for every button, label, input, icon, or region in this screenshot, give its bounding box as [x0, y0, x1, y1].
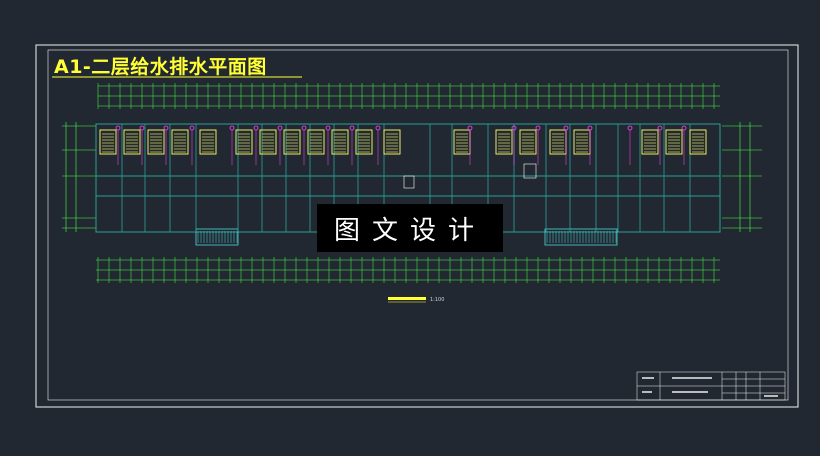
watermark: 图文设计 [317, 204, 503, 252]
title-block-text-marks [642, 377, 778, 397]
dimension-ticks-top [97, 83, 715, 109]
balcony-left [195, 228, 239, 246]
pipe-risers [115, 125, 687, 189]
plan-caption-marks [388, 297, 426, 303]
right-dimensions [722, 122, 762, 232]
left-dimensions [62, 122, 96, 232]
sanitary-fixtures [99, 129, 707, 155]
dimension-ticks-bottom [97, 257, 715, 283]
scale-note: 1:100 [430, 297, 445, 303]
inner-frame [47, 49, 789, 401]
balcony-right [544, 228, 618, 246]
outer-frame [35, 44, 799, 408]
balcony-hatch [197, 231, 617, 243]
top-dimensions [98, 85, 720, 107]
bottom-dimensions [96, 259, 720, 281]
title-block [636, 371, 786, 401]
sheet-title: A1-二层给水排水平面图 [54, 56, 267, 78]
